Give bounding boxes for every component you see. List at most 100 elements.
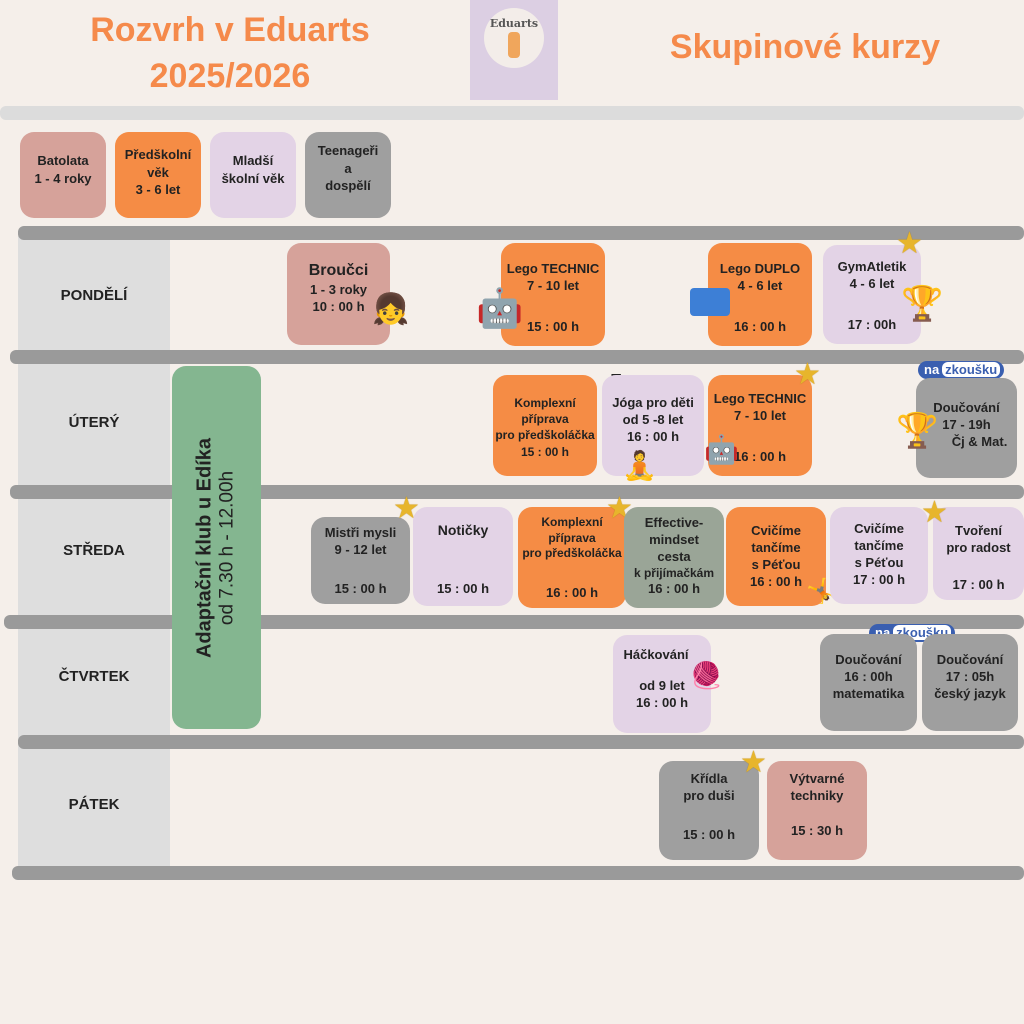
adaptation-club-card[interactable]: Adaptační klub u Edíka od 7.30 h - 12.00… xyxy=(172,366,261,729)
course-name: tančíme xyxy=(751,539,801,555)
course-age: 1 - 3 roky xyxy=(309,281,368,297)
legend-label: 1 - 4 roky xyxy=(34,170,92,186)
course-name: mindset xyxy=(649,531,699,547)
course-name: Notičky xyxy=(437,522,489,538)
badge-word: zkoušku xyxy=(942,362,1001,377)
robot-icon: 🤖 xyxy=(704,434,739,465)
course-lego-technic-mon[interactable]: Lego TECHNIC 7 - 10 let 15 : 00 h xyxy=(501,243,605,346)
legend-label: Předškolní xyxy=(124,147,192,162)
header-divider xyxy=(0,106,1024,120)
trophy-icon: 🏆 xyxy=(896,412,939,450)
day-friday: PÁTEK xyxy=(68,796,120,813)
robot-icon: 🤖 xyxy=(476,288,524,330)
course-lego-technic-tue[interactable]: Lego TECHNIC 7 - 10 let 16 : 00 h xyxy=(708,375,812,476)
course-name: pro předškoláčka xyxy=(522,546,622,561)
logo: Eduarts xyxy=(470,0,558,100)
course-time: 15 : 00 h xyxy=(436,581,490,596)
course-time: 10 : 00 h xyxy=(312,298,365,314)
row-divider xyxy=(18,735,1024,749)
course-time: 15 : 00 h xyxy=(334,581,387,596)
course-cvicime-petou-2[interactable]: Cvičíme tančíme s Péťou 17 : 00 h xyxy=(830,507,928,604)
children-playing-icon: 👧 xyxy=(372,293,410,326)
course-name: Mistři mysli xyxy=(324,525,397,540)
row-divider xyxy=(10,485,1024,499)
course-time: 16 : 00 h xyxy=(626,428,680,444)
course-time: 16 : 00 h xyxy=(647,581,701,597)
course-name: příprava xyxy=(521,412,569,427)
course-noticky[interactable]: Notičky 15 : 00 h xyxy=(413,507,513,606)
legend-label: a xyxy=(344,160,352,176)
course-age: od 9 let xyxy=(639,677,685,693)
adaptation-club-text: Adaptační klub u Edíka od 7.30 h - 12.00… xyxy=(193,378,240,718)
course-name: Tvoření xyxy=(955,523,1002,538)
badge-na: na xyxy=(924,362,940,377)
course-time: 16 : 00 h xyxy=(733,319,787,334)
course-name: Effective- xyxy=(644,515,704,530)
course-gymatletik[interactable]: GymAtletik 4 - 6 let 17 : 00h xyxy=(823,245,921,344)
course-name: Komplexní xyxy=(541,515,603,529)
course-age: od 5 -8 let xyxy=(622,411,684,427)
course-subject: Čj & Mat. xyxy=(951,433,1008,449)
course-time: 16 : 00h xyxy=(844,668,893,684)
course-name: s Péťou xyxy=(854,554,904,570)
course-time: 15 : 00 h xyxy=(682,827,736,842)
course-time: 16 : 00 h xyxy=(635,694,689,710)
lego-brick-icon xyxy=(690,288,730,316)
course-broucci[interactable]: Broučci 1 - 3 roky 10 : 00 h xyxy=(287,243,390,345)
course-time: 16 : 00 h xyxy=(545,585,599,600)
star-icon: ★ xyxy=(740,746,767,779)
title-line-1: Rozvrh v Eduarts xyxy=(90,11,370,49)
day-wednesday: STŘEDA xyxy=(63,542,125,559)
course-name: Doučování xyxy=(933,400,1000,415)
course-mistri-mysli[interactable]: Mistři mysli 9 - 12 let 15 : 00 h xyxy=(311,517,410,604)
legend-label: školní věk xyxy=(221,170,285,186)
course-effective-mindset[interactable]: Effective- mindset cesta k přijímačkám 1… xyxy=(624,507,724,608)
page-title: Rozvrh v Eduarts 2025/2026 xyxy=(60,8,400,100)
legend-toddlers: Batolata 1 - 4 roky xyxy=(20,132,106,218)
course-name: Lego DUPLO xyxy=(719,261,801,276)
row-divider xyxy=(18,226,1024,240)
legend-label: Batolata xyxy=(37,153,89,168)
legend-label: dospělí xyxy=(325,178,371,194)
course-time: 17 : 00 h xyxy=(952,577,1005,592)
course-time: 17 : 05h xyxy=(945,668,995,684)
course-kridla[interactable]: Křídla pro duši 15 : 00 h xyxy=(659,761,759,860)
adaptation-club-title: Adaptační klub u Edíka xyxy=(193,437,216,659)
course-doucovani-tue[interactable]: Doučování 17 - 19h Čj & Mat. xyxy=(916,378,1017,478)
star-icon: ★ xyxy=(921,496,948,529)
course-komplexni-wed[interactable]: Komplexní příprava pro předškoláčka 16 :… xyxy=(518,507,626,608)
course-name: Cvičíme xyxy=(854,521,904,536)
course-doucovani-mat[interactable]: Doučování 16 : 00h matematika xyxy=(820,634,917,731)
course-name: pro radost xyxy=(946,539,1011,555)
course-name: Výtvarné xyxy=(789,771,845,786)
day-column xyxy=(18,236,170,876)
course-tvoreni[interactable]: Tvoření pro radost 17 : 00 h xyxy=(933,507,1024,600)
star-icon: ★ xyxy=(896,227,923,260)
course-time: 15 : 00 h xyxy=(520,444,570,459)
legend-school: Mladší školní věk xyxy=(210,132,296,218)
logo-text: Eduarts xyxy=(489,17,539,30)
course-name: cesta xyxy=(657,548,691,564)
course-doucovani-cj[interactable]: Doučování 17 : 05h český jazyk xyxy=(922,634,1018,731)
course-age: 4 - 6 let xyxy=(849,275,895,291)
course-name: k přijímačkám xyxy=(633,565,715,580)
course-hackovani[interactable]: Háčkování od 9 let 16 : 00 h xyxy=(613,635,711,733)
course-time: 16 : 00 h xyxy=(749,573,803,589)
day-thursday: ČTVRTEK xyxy=(58,668,130,685)
legend-preschool: Předškolní věk 3 - 6 let xyxy=(115,132,201,218)
course-age: 4 - 6 let xyxy=(737,277,783,293)
course-time: 15 : 30 h xyxy=(790,823,844,838)
course-time: 17 - 19h xyxy=(942,416,991,432)
legend-label: věk xyxy=(147,164,169,180)
trophy-icon: 🏆 xyxy=(901,285,944,323)
course-cvicime-petou-1[interactable]: Cvičíme tančíme s Péťou 16 : 00 h xyxy=(726,507,826,606)
course-name: Háčkování xyxy=(623,647,689,662)
logo-mark xyxy=(508,32,520,58)
course-vytvarne[interactable]: Výtvarné techniky 15 : 30 h xyxy=(767,761,867,860)
course-joga[interactable]: Jóga pro děti od 5 -8 let 16 : 00 h xyxy=(602,375,704,476)
course-komplexni-tue[interactable]: Komplexní příprava pro předškoláčka 15 :… xyxy=(493,375,597,476)
course-subject: matematika xyxy=(832,685,905,701)
course-name: Broučci xyxy=(308,262,369,279)
course-name: Lego TECHNIC xyxy=(713,391,807,406)
